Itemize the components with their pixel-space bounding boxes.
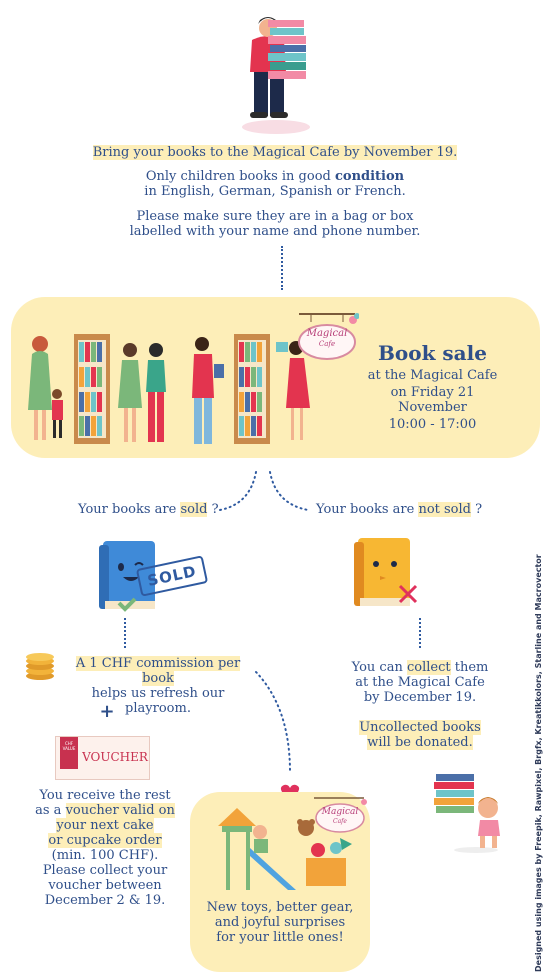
- commission-line1: A 1 CHF commission per book: [75, 656, 241, 686]
- collect-text: You can collect them at the Magical Cafe…: [334, 660, 506, 705]
- book-sale-location: at the Magical Cafe: [367, 368, 498, 383]
- voucher-label: VOUCHER: [82, 750, 148, 764]
- intro-labelling: Please make sure they are in a bag or bo…: [0, 209, 550, 239]
- connector-dots-top: [281, 246, 283, 290]
- collect-line2: at the Magical Cafe: [355, 675, 485, 690]
- image-credits: Designed using images by Freepik, Rawpix…: [534, 554, 543, 972]
- donate-text: Uncollected books will be donated.: [334, 720, 506, 750]
- toys-illustration: [218, 808, 352, 890]
- collect-line1b: collect: [406, 660, 451, 675]
- playroom-line1: New toys, better gear,: [206, 900, 354, 915]
- commission-text: A 1 CHF commission per book helps us ref…: [58, 656, 258, 716]
- branch-connector-dots: [219, 471, 309, 511]
- intro-deadline: Bring your books to the Magical Cafe by …: [0, 145, 550, 160]
- notsold-question-highlight: not sold: [418, 502, 471, 517]
- intro-condition-bold: condition: [334, 169, 405, 184]
- voucher-ribbon-icon: CHF VALUE: [60, 737, 78, 769]
- playroom-sign-word2: Cafe: [333, 818, 347, 825]
- voucher-desc-line6: Please collect your: [42, 863, 168, 878]
- sold-question-highlight: sold: [180, 502, 208, 517]
- intro-labelling-line1: Please make sure they are in a bag or bo…: [136, 209, 414, 224]
- sold-question: Your books are sold ?: [78, 502, 219, 517]
- sold-stamp-text: SOLD: [145, 562, 199, 590]
- voucher-card: CHF VALUE VOUCHER: [55, 736, 150, 780]
- woman-carrying-books-illustration: [242, 17, 310, 134]
- intro-deadline-text: Bring your books to the Magical Cafe by …: [92, 145, 458, 160]
- voucher-desc-line3: your next cake: [56, 818, 154, 833]
- coin-stack-icon: [26, 653, 54, 680]
- connector-dots-notsold: [419, 618, 421, 648]
- intro-condition: Only children books in good condition in…: [0, 169, 550, 199]
- book-sale-details: Book sale at the Magical Cafe on Friday …: [355, 341, 510, 432]
- notsold-question-mark: ?: [471, 502, 483, 517]
- commission-line2: helps us refresh our playroom.: [91, 686, 225, 716]
- voucher-desc-line2a: as a: [35, 803, 66, 818]
- girl-carrying-books-illustration: [434, 774, 500, 853]
- intro-condition-text: Only children books in good: [145, 169, 335, 184]
- book-sale-time: 10:00 - 17:00: [388, 417, 477, 432]
- plus-sign: +: [99, 701, 115, 722]
- voucher-ribbon-text: CHF VALUE: [62, 741, 76, 751]
- voucher-desc-line1: You receive the rest: [39, 788, 171, 803]
- collect-line3: by December 19.: [363, 690, 477, 705]
- intro-labelling-line2: labelled with your name and phone number…: [129, 224, 421, 239]
- playroom-cafe-sign: Magical Cafe: [312, 796, 368, 836]
- happy-book-icon: [99, 541, 155, 612]
- cafe-sign-word2: Cafe: [318, 340, 336, 348]
- cafe-sign-frame-icon: [298, 313, 359, 360]
- book-sale-title: Book sale: [378, 341, 487, 365]
- playroom-sign-word1: Magical: [321, 807, 359, 817]
- donate-line1: Uncollected books: [359, 720, 481, 735]
- playroom-text: New toys, better gear, and joyful surpri…: [196, 900, 364, 945]
- donate-line2: will be donated.: [367, 735, 473, 750]
- collect-line1c: them: [450, 660, 489, 675]
- notsold-question: Your books are not sold ?: [316, 502, 482, 517]
- book-sale-scene-illustration: [28, 334, 310, 444]
- magical-cafe-sign: Magical Cafe: [297, 312, 359, 362]
- voucher-desc-line2b: voucher valid on: [65, 803, 175, 818]
- playroom-line3: for your little ones!: [216, 930, 344, 945]
- collect-line1a: You can: [351, 660, 407, 675]
- intro-languages-text: in English, German, Spanish or French.: [144, 184, 406, 199]
- cafe-sign-word1: Magical: [306, 328, 348, 339]
- sad-book-icon: [354, 538, 418, 606]
- sold-question-text: Your books are: [78, 502, 181, 517]
- voucher-desc-line7: voucher between: [48, 878, 162, 893]
- connector-dots-sold: [124, 618, 126, 648]
- voucher-description: You receive the rest as a voucher valid …: [15, 788, 195, 908]
- voucher-desc-line5: (min. 100 CHF).: [51, 848, 159, 863]
- voucher-desc-line8: December 2 & 19.: [44, 893, 166, 908]
- connector-dots-playroom: [255, 671, 291, 773]
- playroom-sign-frame-icon: [314, 797, 367, 833]
- voucher-desc-line4: or cupcake order: [48, 833, 162, 848]
- book-sale-date: on Friday 21 November: [390, 385, 475, 415]
- notsold-question-text: Your books are: [316, 502, 419, 517]
- playroom-line2: and joyful surprises: [214, 915, 346, 930]
- sold-question-mark: ?: [207, 502, 219, 517]
